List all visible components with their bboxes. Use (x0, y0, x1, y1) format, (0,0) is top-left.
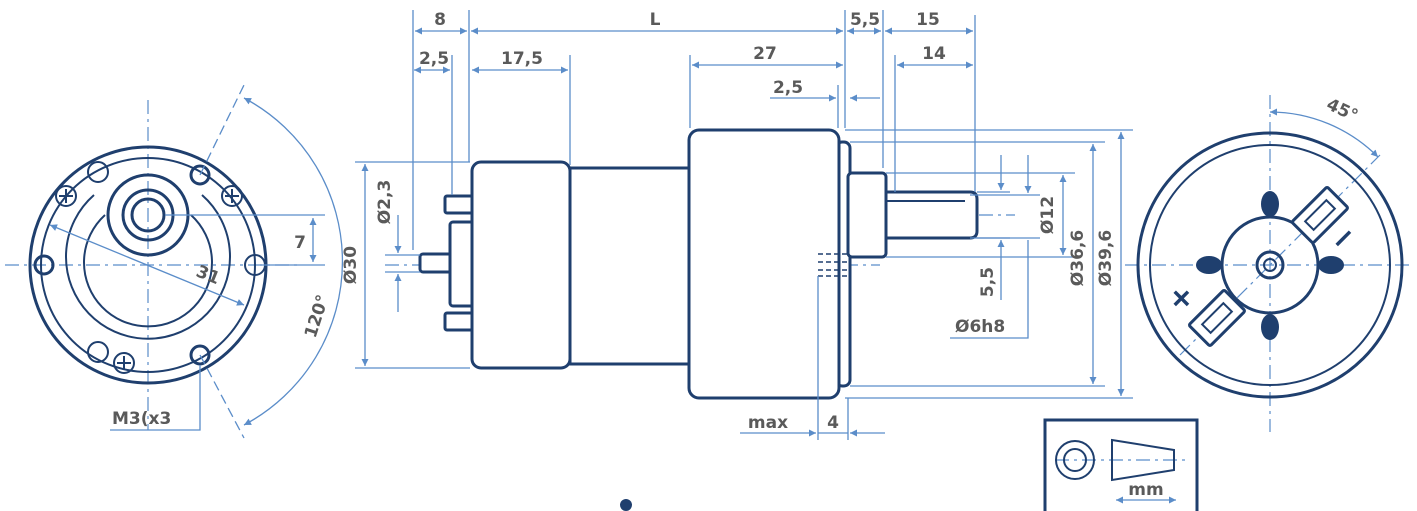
dimension-L-label: L (650, 10, 661, 30)
angle-120-arc (243, 97, 344, 426)
mounting-hole-bottom (189, 344, 211, 366)
vent-hole-bottom (1261, 314, 1279, 340)
screw-icon (113, 352, 135, 374)
legend-frame (1043, 418, 1199, 511)
decorative-dot (620, 499, 632, 511)
dimension-phi12-label: Ø12 (1038, 196, 1058, 234)
dimension-phi6h8-leader (950, 240, 1029, 339)
vent-hole-top (1261, 191, 1279, 217)
screw-icon (55, 185, 77, 207)
dimension-phi39-6-label: Ø39,6 (1096, 230, 1116, 286)
projection-circle-inner (1063, 448, 1087, 472)
dimension-4-label: 4 (827, 413, 839, 433)
dimension-5-5-flat-label: 5,5 (978, 267, 998, 297)
dimension-27-label: 27 (753, 44, 777, 64)
screw-icon (221, 185, 243, 207)
dimension-max-label: max (748, 413, 788, 433)
front-view-gearbox: 7 31 120° M3(x3 (5, 84, 344, 439)
dimension-8-label: 8 (434, 10, 446, 30)
plus-sign: + (1160, 277, 1203, 320)
dimension-2-5-left-label: 2,5 (419, 49, 449, 69)
rear-shaft (1255, 250, 1285, 280)
dimension-phi6h8-label: Ø6h8 (955, 317, 1005, 337)
terminal-negative (1291, 186, 1349, 244)
projection-taper-shape (1111, 438, 1175, 482)
m3-thread-label: M3(x3 (112, 409, 171, 429)
output-shaft (884, 190, 979, 240)
dimension-2-5-mid-label: 2,5 (773, 78, 803, 98)
dimension-31-label: 31 (193, 262, 222, 289)
mounting-hole-top (189, 164, 211, 186)
unit-label: mm (1128, 480, 1163, 500)
taper-legend-box: mm (1043, 418, 1199, 511)
dimension-31-line (49, 224, 245, 306)
angle-45-label: 45° (1323, 95, 1361, 127)
vent-hole-right (1318, 256, 1344, 274)
terminal-positive (1188, 289, 1246, 347)
projection-circle-outer (1055, 440, 1095, 480)
round-hole-top-left (87, 161, 109, 183)
dimension-14-label: 14 (922, 44, 946, 64)
rear-view-motor: − + 45° (1125, 95, 1413, 432)
m3-leader (110, 365, 201, 431)
gearbox-housing (687, 128, 841, 400)
output-bearing-boss (846, 171, 888, 259)
dimension-17-5-label: 17,5 (501, 49, 543, 69)
rear-shaft-center (1263, 258, 1277, 272)
side-view-motor: 8 L 5,5 15 2,5 17,5 27 14 2,5 Ø30 Ø2,3 (341, 10, 1133, 440)
angle-45-arc (1269, 108, 1379, 158)
round-hole-bottom-left (87, 341, 109, 363)
dimension-15-label: 15 (916, 10, 940, 30)
dimension-phi36-6-label: Ø36,6 (1068, 230, 1088, 286)
motor-end-cap (470, 160, 572, 370)
dimension-5-5-top-label: 5,5 (850, 10, 880, 30)
inner-rim-circle (40, 157, 256, 373)
motor-can (568, 166, 694, 366)
vent-hole-left (1196, 256, 1222, 274)
dimension-phi2-3-label: Ø2,3 (375, 180, 395, 225)
dimension-phi30-label: Ø30 (341, 246, 361, 284)
dimension-7-label: 7 (294, 233, 306, 253)
